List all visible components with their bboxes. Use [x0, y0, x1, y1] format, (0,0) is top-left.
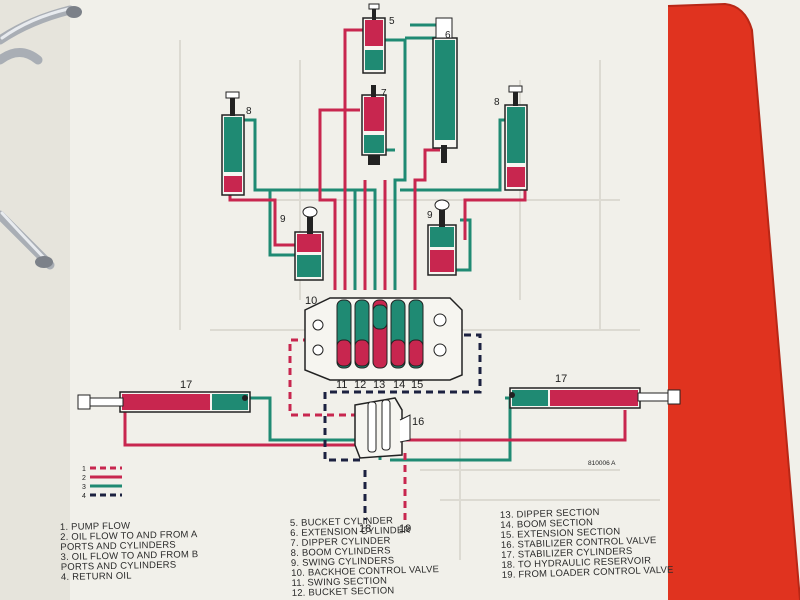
callout-16: 16 — [412, 416, 424, 428]
legend-line: 12. BUCKET SECTION — [292, 585, 395, 599]
callout-7: 7 — [381, 88, 387, 99]
legend-line: 16. STABILIZER CONTROL VALVE — [501, 535, 657, 551]
valve-spools — [336, 299, 424, 369]
callout-11: 11 — [336, 379, 347, 391]
legend-line: 13. DIPPER SECTION — [500, 507, 600, 521]
stabilizer-control-valve — [354, 397, 411, 459]
port-b-lines — [240, 23, 512, 462]
stabilizer-cylinder-left — [77, 391, 251, 413]
legend-line: 9. SWING CYLINDERS — [291, 555, 395, 569]
callout-8-left: 8 — [246, 106, 252, 117]
line-key-number: 2 — [82, 475, 86, 482]
callout-8-right: 8 — [494, 97, 500, 108]
callout-12: 12 — [354, 379, 366, 391]
legend-line: PORTS AND CYLINDERS — [60, 540, 176, 553]
legend-line: 3. OIL FLOW TO AND FROM B — [60, 549, 198, 563]
binding-shadow — [0, 0, 70, 600]
legend-line: 10. BACKHOE CONTROL VALVE — [291, 564, 439, 579]
legend-line: 19. FROM LOADER CONTROL VALVE — [502, 565, 674, 581]
pump-flow-lines — [288, 338, 407, 520]
legend-line: 14. BOOM SECTION — [500, 517, 593, 531]
hydraulic-diagram: 5 6 7 8 8 9 9 10 11 12 13 14 15 16 17 17… — [77, 3, 681, 535]
legend-line: 6. EXTENSION CYLINDER — [290, 525, 411, 539]
legend-line: 4. RETURN OIL — [61, 571, 132, 583]
legend-line: 17. STABILIZER CYLINDERS — [501, 546, 633, 561]
drawing-ref-code: 810006 A — [588, 460, 616, 467]
dipper-cylinder — [361, 85, 387, 165]
callout-15: 15 — [411, 379, 423, 391]
legend-line: PORTS AND CYLINDERS — [61, 560, 177, 573]
callout-18: 18 — [359, 523, 371, 535]
legend-line: 5. BUCKET CYLINDER — [290, 515, 393, 529]
callout-14: 14 — [393, 379, 405, 391]
extension-cylinder — [432, 17, 458, 163]
backhoe-control-valve — [304, 297, 463, 381]
callout-17-right: 17 — [555, 373, 567, 385]
stabilizer-cylinder-right — [509, 387, 681, 409]
legend-line: 18. TO HYDRAULIC RESERVOIR — [501, 555, 651, 571]
ring-hole — [35, 256, 53, 268]
callout-labels: 5 6 7 8 8 9 9 10 11 12 13 14 15 16 17 17… — [180, 16, 616, 535]
boom-cylinder-left — [221, 91, 245, 196]
callout-19: 19 — [399, 523, 411, 535]
legend-line: 1. PUMP FLOW — [60, 521, 131, 533]
binder-ring-mid — [0, 48, 43, 65]
callout-17-left: 17 — [180, 379, 192, 391]
tab-edge — [667, 2, 800, 600]
legend-line: 7. DIPPER CYLINDER — [290, 535, 390, 549]
legend-line: 11. SWING SECTION — [291, 575, 387, 588]
bucket-cylinder — [362, 3, 386, 74]
callout-13: 13 — [373, 379, 385, 391]
legend-line: 8. BOOM CYLINDERS — [291, 545, 391, 559]
callout-10: 10 — [305, 295, 317, 307]
callout-9-left: 9 — [280, 214, 286, 225]
swing-cylinder-left — [294, 206, 324, 281]
legend-line: 15. EXTENSION SECTION — [500, 526, 620, 541]
callout-9-right: 9 — [427, 210, 433, 221]
swing-cylinder-right — [427, 199, 457, 276]
ring-hole-top — [66, 6, 82, 18]
callout-6: 6 — [445, 30, 451, 41]
line-key-number: 3 — [82, 484, 86, 491]
callout-5: 5 — [389, 16, 395, 27]
boom-cylinder-right — [504, 85, 528, 191]
legend-line: 2. OIL FLOW TO AND FROM A — [60, 529, 198, 543]
line-key-number: 1 — [82, 466, 86, 473]
red-index-tab — [668, 4, 800, 600]
line-type-key: 1 2 3 4 — [82, 466, 122, 500]
line-key-number: 4 — [82, 493, 86, 500]
